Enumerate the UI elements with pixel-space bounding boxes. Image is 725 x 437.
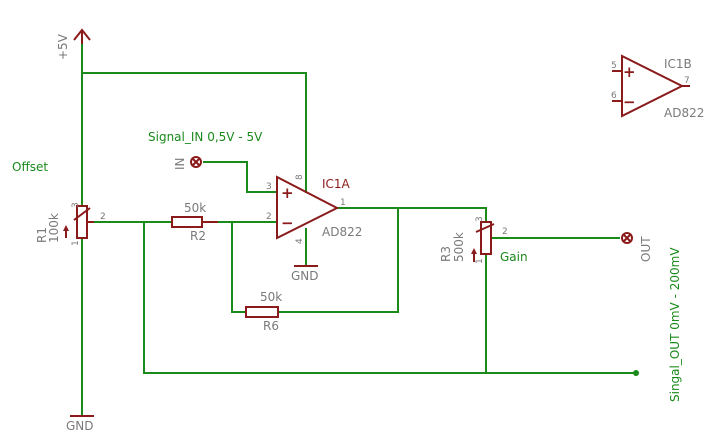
- ic1b-pin5: 5: [611, 61, 617, 71]
- ic1a-part: AD822: [322, 225, 362, 239]
- ic1a-name: IC1A: [322, 177, 351, 191]
- r3-name: R3: [439, 246, 453, 262]
- ic1a-plus: +: [281, 184, 294, 202]
- ic1a-pin8: 8: [295, 174, 305, 180]
- r3-pin1: 1: [475, 258, 485, 264]
- ic1a-pin1: 1: [340, 198, 346, 208]
- potentiometer-r3: 3 1 2 R3 500k: [439, 216, 508, 264]
- r6-name: R6: [263, 319, 279, 333]
- in-connector-label: IN: [173, 157, 187, 170]
- ic1a-pin4: 4: [295, 238, 305, 244]
- wires: [81, 40, 636, 416]
- gnd-ic1a: GND: [291, 265, 319, 283]
- ic1b-name: IC1B: [664, 57, 692, 71]
- ic1a-minus: −: [281, 214, 294, 232]
- supply-label: +5V: [56, 33, 70, 60]
- ic1b-pin6: 6: [611, 91, 617, 101]
- gnd-r1: GND: [66, 415, 94, 433]
- r1-name: R1: [35, 227, 49, 243]
- out-connector-label: OUT: [639, 236, 653, 262]
- ic1b-part: AD822: [664, 106, 704, 120]
- r2-value: 50k: [184, 201, 206, 215]
- ic1b-plus: +: [623, 63, 636, 81]
- gnd-r1-label: GND: [66, 419, 94, 433]
- out-connector[interactable]: OUT: [621, 232, 653, 262]
- offset-label: Offset: [12, 160, 48, 174]
- ic1b-minus: −: [623, 93, 636, 111]
- r1-pin1: 1: [71, 240, 81, 246]
- resistor-r2: 50k R2: [171, 201, 218, 243]
- in-connector[interactable]: IN: [173, 156, 202, 170]
- signal-out-label: Singal_OUT 0mV - 200mV: [668, 247, 682, 402]
- gain-label: Gain: [500, 250, 528, 264]
- opamp-ic1a: + − 3 2 1 8 4 IC1A AD822: [266, 174, 362, 244]
- gnd-ic1a-label: GND: [291, 269, 319, 283]
- supply-5v: +5V: [56, 28, 91, 60]
- r3-value: 500k: [452, 232, 466, 262]
- r1-pin3: 3: [71, 202, 81, 208]
- potentiometer-r1: 3 1 2 R1 100k: [35, 202, 106, 246]
- ic1a-pin2: 2: [266, 212, 272, 222]
- opamp-ic1b: + − 5 6 7 IC1B AD822: [611, 54, 704, 120]
- r6-value: 50k: [260, 290, 282, 304]
- r3-pin2: 2: [502, 227, 508, 237]
- r2-name: R2: [190, 229, 206, 243]
- r1-value: 100k: [47, 213, 61, 243]
- r3-pin3: 3: [475, 216, 485, 222]
- signal-out-junction: [633, 370, 639, 376]
- signal-in-label: Signal_IN 0,5V - 5V: [148, 130, 263, 144]
- ic1b-pin7: 7: [684, 76, 690, 86]
- resistor-r6: 50k R6: [245, 290, 282, 333]
- ic1a-pin3: 3: [266, 182, 272, 192]
- r1-pin2: 2: [100, 212, 106, 222]
